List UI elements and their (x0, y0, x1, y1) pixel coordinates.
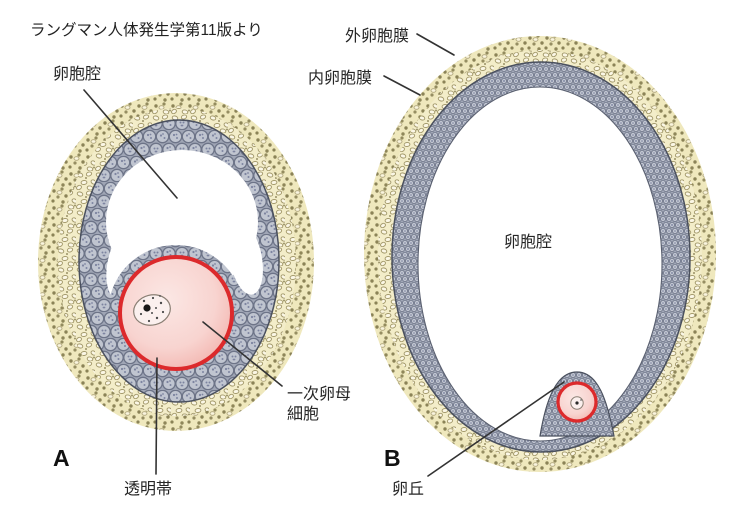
follicle-b-antrum-cavity (417, 86, 663, 442)
cumulus-leader-line (427, 381, 565, 477)
follicle-a-nucleus-speckles (139, 295, 165, 323)
follicle-b (364, 36, 716, 472)
antrum-b-label: 卵胞腔 (504, 233, 552, 251)
theca-externa-leader-line (416, 33, 455, 56)
zona-pellucida-label: 透明帯 (124, 480, 172, 498)
primary-oocyte-label-line1: 一次卵母 (287, 385, 351, 403)
primary-oocyte-label-line2: 細胞 (287, 405, 319, 423)
antrum-a-label: 卵胞腔 (53, 65, 101, 83)
panel-b-letter: B (384, 445, 401, 471)
follicle-b-nucleus-speckle (580, 399, 582, 401)
antrum-a-leader-line (83, 89, 178, 199)
zona-pellucida-leader-line (155, 357, 158, 475)
follicle-a-antrum-right-pocket (229, 223, 263, 295)
cumulus-label: 卵丘 (392, 480, 424, 498)
panel-a-letter: A (53, 445, 70, 471)
follicle-b-nucleolus (575, 401, 579, 405)
follicle-a-nucleolus (143, 304, 151, 312)
source-note: ラングマン人体発生学第11版より (30, 21, 263, 39)
leader-lines (83, 33, 565, 477)
follicle-a-primary-oocyte (118, 255, 234, 371)
follicle-a (38, 93, 314, 431)
theca-externa-label: 外卵胞膜 (345, 27, 409, 45)
primary-oocyte-leader-line (202, 321, 283, 387)
theca-interna-label: 内卵胞膜 (308, 69, 372, 87)
theca-interna-leader-line (383, 75, 421, 96)
